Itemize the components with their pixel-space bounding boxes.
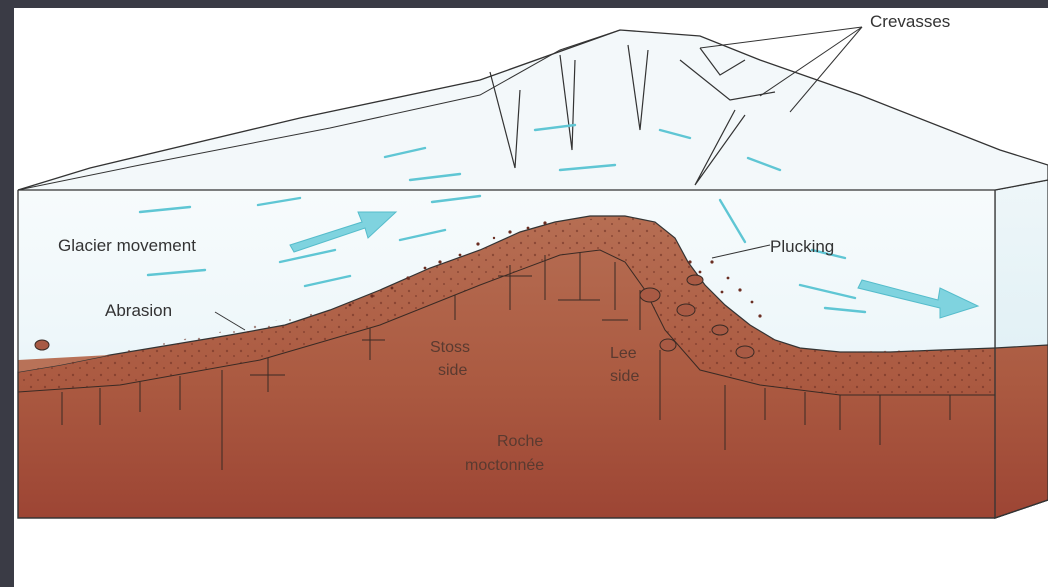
label-roche-line1: Roche <box>497 433 543 450</box>
label-stoss-line1: Stoss <box>430 339 470 356</box>
label-abrasion: Abrasion <box>105 301 172 320</box>
boulder <box>35 340 49 350</box>
label-lee-line1: Lee <box>610 345 637 362</box>
label-glacier-movement: Glacier movement <box>58 236 196 255</box>
label-lee-line2: side <box>610 368 639 385</box>
label-crevasses: Crevasses <box>870 12 950 31</box>
label-stoss-line2: side <box>438 362 467 379</box>
label-roche-line2: moctonnée <box>465 457 544 474</box>
label-plucking: Plucking <box>770 237 834 256</box>
